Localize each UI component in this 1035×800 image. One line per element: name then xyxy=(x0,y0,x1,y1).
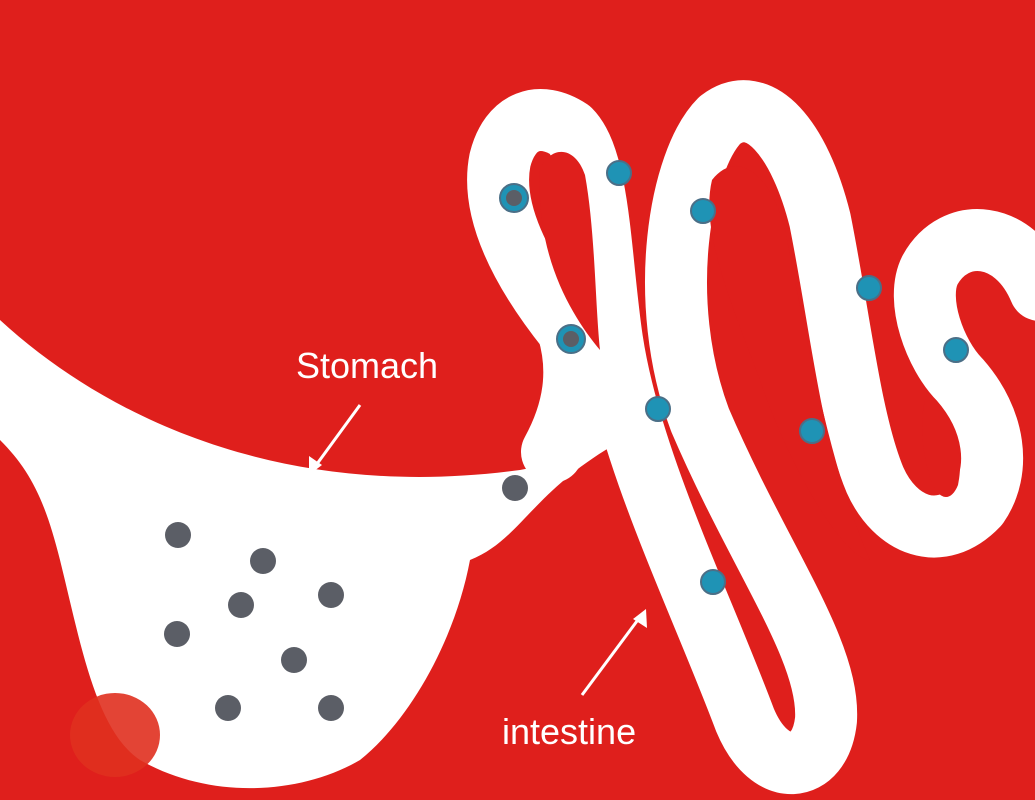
grey-particle xyxy=(250,548,276,574)
grey-particle xyxy=(165,522,191,548)
intestine-label: intestine xyxy=(502,711,636,752)
grey-particle xyxy=(164,621,190,647)
blue-particle xyxy=(857,276,881,300)
grey-particle xyxy=(502,475,528,501)
grey-particle xyxy=(215,695,241,721)
grey-particle xyxy=(318,582,344,608)
blue-particle xyxy=(944,338,968,362)
blue-particle xyxy=(691,199,715,223)
blue-particle xyxy=(646,397,670,421)
blue-particle xyxy=(800,419,824,443)
blue-particle xyxy=(701,570,725,594)
stomach-stain xyxy=(70,693,160,777)
grey-particle xyxy=(281,647,307,673)
grey-core xyxy=(506,190,522,206)
grey-particle xyxy=(318,695,344,721)
stomach-label: Stomach xyxy=(296,345,438,386)
grey-particle xyxy=(228,592,254,618)
grey-core xyxy=(563,331,579,347)
blue-particle xyxy=(607,161,631,185)
